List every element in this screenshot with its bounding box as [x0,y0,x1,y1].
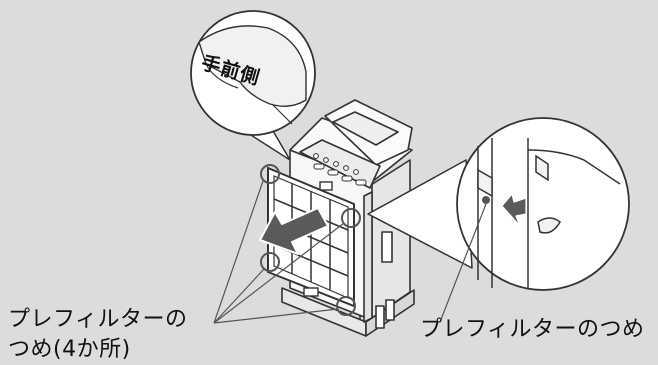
front-side-callout [190,10,316,161]
prefilter-tab-label: プレフィルターのつめ [420,317,645,342]
insert-direction-arrow [259,207,329,255]
prefilter-tab-detail-callout [367,117,630,291]
control-buttons [313,153,367,186]
tab-location-markers [260,164,361,316]
prefilter-tabs-label-line1: プレフィルターの [8,307,188,332]
leader-line-right [439,203,487,323]
prefilter-tabs-label-line2: つめ(4か所) [8,337,131,362]
leader-lines-left [213,180,345,324]
